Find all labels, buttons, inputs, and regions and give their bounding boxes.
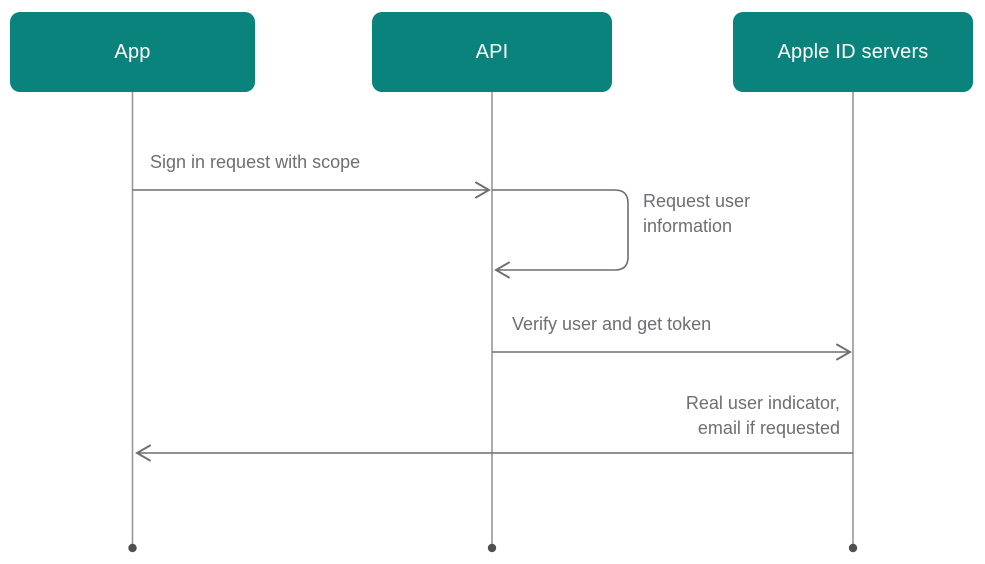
actor-box-api: API — [372, 12, 612, 92]
message-label-real-user-indicator: Real user indicator, email if requested — [685, 393, 840, 438]
actor-label-app: App — [114, 40, 151, 63]
lifeline-end-dot — [128, 543, 137, 553]
message-label-verify-user: Verify user and get token — [512, 314, 712, 334]
actor-label-api: API — [475, 40, 509, 63]
message-label-sign-in-request: Sign in request with scope — [150, 152, 361, 172]
actor-label-apple-id-servers: Apple ID servers — [777, 40, 929, 63]
message-arrow-self-request-user-information — [492, 189, 629, 279]
actor-box-app: App — [10, 12, 255, 92]
lifeline-end-dot — [848, 543, 858, 553]
message-label-request-user-information: Request user information — [643, 191, 751, 236]
actor-box-apple-id-servers: Apple ID servers — [733, 12, 973, 92]
lifeline-end-dot — [487, 543, 497, 553]
